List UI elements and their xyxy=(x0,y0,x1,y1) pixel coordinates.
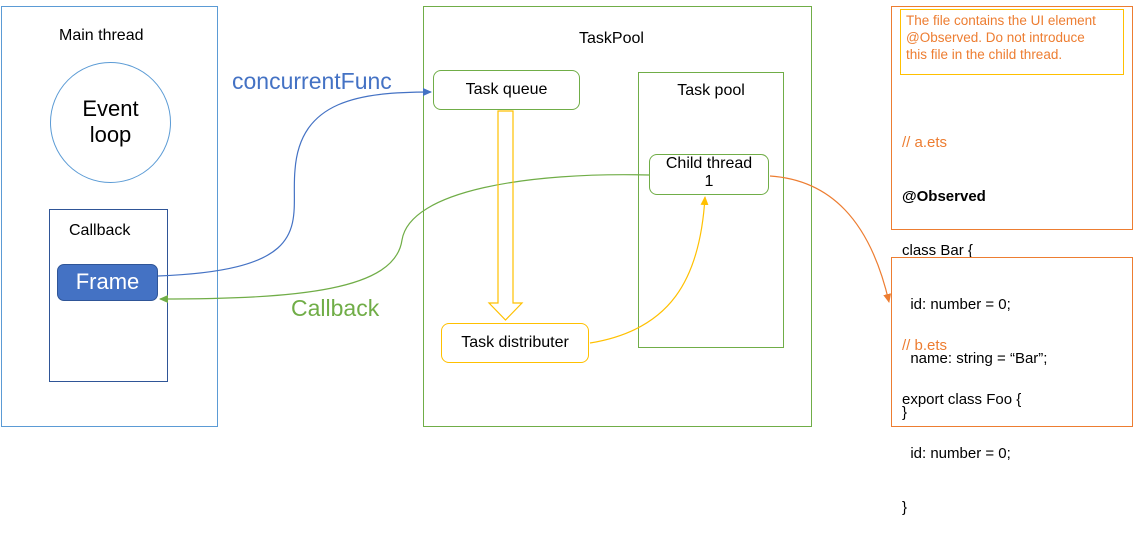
task-pool-label: Task pool xyxy=(677,82,745,99)
main-thread-title: Main thread xyxy=(59,27,144,44)
event-loop-line1: Event xyxy=(82,96,139,121)
event-loop-circle xyxy=(50,62,171,183)
callback-edge-label: Callback xyxy=(291,295,380,321)
warning-line: this file in the child thread. xyxy=(906,47,1063,62)
a-ets-comment: // a.ets xyxy=(902,134,948,151)
taskpool-panel xyxy=(423,6,812,427)
event-loop-label: Event loop xyxy=(50,96,171,148)
task-pool-container xyxy=(638,72,784,348)
child-thread-label: Child thread 1 xyxy=(649,155,769,191)
a-ets-code: // a.ets @Observed class Bar { id: numbe… xyxy=(902,98,1047,440)
assign-arrow xyxy=(589,196,709,344)
callback-arrow xyxy=(159,174,650,303)
main-thread-panel xyxy=(1,6,218,427)
connectors-layer xyxy=(157,88,892,344)
task-distributer-node[interactable] xyxy=(441,323,589,363)
concurrent-func-arrow xyxy=(157,88,432,277)
dispatch-arrow xyxy=(487,110,524,321)
code-line: } xyxy=(902,499,908,516)
warning-text: The file contains the UI element @Observ… xyxy=(906,12,1096,63)
code-line: export class Foo { xyxy=(902,391,1022,408)
frame-node[interactable] xyxy=(57,264,158,301)
warning-line: The file contains the UI element xyxy=(906,13,1096,28)
concurrent-func-label: concurrentFunc xyxy=(232,68,392,94)
task-distributer-label: Task distributer xyxy=(461,334,569,351)
taskpool-title: TaskPool xyxy=(579,30,644,47)
b-ets-comment: // b.ets xyxy=(902,337,948,354)
code-line: } xyxy=(902,404,908,421)
code-line: id: number = 0; xyxy=(902,445,1011,462)
child-thread-line2: 1 xyxy=(704,173,714,190)
code-line: name: string = “Bar”; xyxy=(902,350,1048,367)
warning-line: @Observed. Do not introduce xyxy=(906,30,1085,45)
warning-note xyxy=(900,9,1124,75)
frame-label: Frame xyxy=(75,269,140,294)
child-thread-line1: Child thread xyxy=(665,155,753,172)
b-ets-note-panel xyxy=(891,257,1133,427)
a-ets-note-panel xyxy=(891,6,1133,230)
callback-title: Callback xyxy=(69,222,131,239)
code-line: id: number = 0; xyxy=(902,296,1011,313)
event-loop-line2: loop xyxy=(89,122,132,147)
task-queue-node[interactable] xyxy=(433,70,580,110)
code-line: class Bar { xyxy=(902,242,973,259)
import-arrow xyxy=(769,175,892,303)
task-queue-label: Task queue xyxy=(465,81,548,98)
observed-decorator: @Observed xyxy=(902,188,986,205)
child-thread-node[interactable] xyxy=(649,154,769,195)
